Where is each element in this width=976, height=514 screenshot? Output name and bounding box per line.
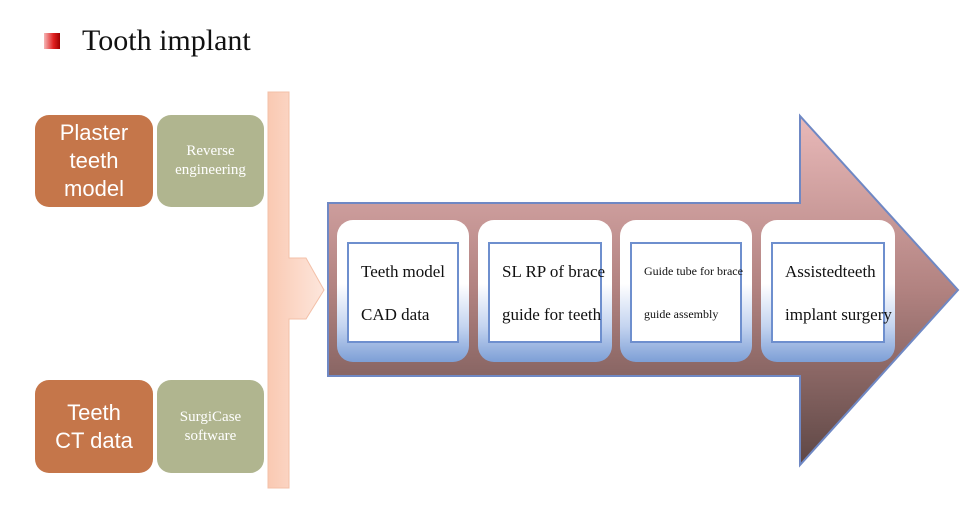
step-card-2: SL RP of brace guide for teeth [478,220,612,362]
square-bullet-icon [44,33,60,49]
step-line-2: CAD data [361,304,430,324]
step-line-1: SL RP of brace [502,261,606,281]
step-line-1: Assisted teeth [785,250,876,293]
step-card-3: Guide tube for brace guide assembly [620,220,752,362]
source-teeth-ct-data: Teeth CT data [35,380,153,473]
step-box: SL RP of brace guide for teeth [488,242,606,343]
source-plaster-teeth-model: Plaster teeth model [35,115,153,207]
step-word: Assisted [785,261,843,281]
step-box: Assisted teeth implant surgery [771,242,892,343]
step-line-2: implant surgery [785,304,892,324]
step-word: model [402,261,446,281]
tool-reverse-engineering: Reverse engineering [157,115,264,207]
step-word: Teeth [361,261,399,281]
step-box: Teeth model CAD data [347,242,459,343]
slide-header: Tooth implant [44,24,251,58]
collector-bar [267,91,325,489]
slide-title: Tooth implant [82,24,251,57]
step-card-1: Teeth model CAD data [337,220,469,362]
step-box: Guide tube for brace guide assembly [630,242,743,343]
step-line-2: guide for teeth [502,304,602,324]
step-card-4: Assisted teeth implant surgery [761,220,895,362]
step-line-1: Guide tube for brace [644,263,743,278]
step-line-1: Teeth model [361,250,445,293]
step-line-2: guide assembly [644,306,719,321]
tool-surgicase-software: SurgiCase software [157,380,264,473]
step-word: teeth [842,261,876,281]
